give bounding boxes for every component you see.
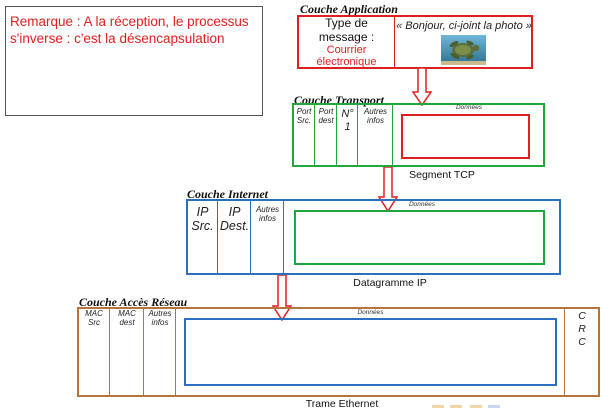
acces-divider-3 (175, 307, 176, 397)
message-type-label-2: message : (318, 29, 375, 44)
transport-cell-port-dest-line2: dest (318, 116, 334, 126)
internet-divider-1 (217, 199, 218, 275)
internet-layer-title: Couche Internet (187, 187, 269, 201)
acces-cell-other-line2: infos (151, 318, 169, 328)
acces-reseau-layer-title: Couche Accès Réseau (79, 295, 188, 309)
acces-cell-other: Autres infos (145, 309, 175, 327)
transport-cell-other-line2: infos (367, 116, 384, 126)
acces-frame (77, 307, 600, 397)
internet-cell-ip-dest-line1: IP (228, 205, 241, 219)
application-frame (297, 15, 533, 69)
internet-data-label: Données (408, 201, 436, 208)
acces-data-label: Données (357, 309, 384, 316)
internet-cell-other-line1: Autres (255, 205, 280, 214)
application-layer-title: Couche Application (300, 2, 398, 16)
internet-cell-ip-src-line1: IP (196, 205, 209, 219)
crc-letter-2: R (578, 323, 586, 335)
transport-cell-port-src: Port Src. (294, 107, 314, 125)
transport-cell-port-src-line1: Port (296, 107, 312, 116)
internet-frame (186, 199, 561, 275)
transport-divider-1 (314, 103, 315, 167)
acces-cell-other-line1: Autres (148, 309, 172, 318)
segment-tcp-caption: Segment TCP (409, 169, 475, 181)
acces-cell-mac-dest: MAC dest (111, 309, 143, 327)
message-text: « Bonjour, ci-joint la photo » (396, 20, 532, 32)
transport-divider-4 (392, 103, 393, 167)
down-arrow-icon (412, 68, 432, 106)
remark-line-2: s'inverse : c'est la désencapsulation (10, 31, 225, 46)
internet-divider-2 (250, 199, 251, 275)
color-swatch (450, 405, 462, 408)
acces-payload-box (184, 318, 557, 386)
crc-cell: C R C (566, 310, 598, 349)
internet-payload-box (294, 210, 545, 265)
color-swatch (470, 405, 482, 408)
transport-cell-sequence-line2: 1 (344, 120, 351, 133)
internet-cell-other: Autres infos (252, 205, 283, 223)
transport-cell-port-src-line2: Src. (296, 116, 312, 126)
crc-letter-3: C (578, 336, 586, 348)
color-swatch (432, 405, 444, 408)
acces-cell-mac-dest-line2: dest (119, 318, 135, 328)
transport-cell-other-line1: Autres (363, 107, 388, 116)
transport-cell-port-dest-line1: Port (318, 107, 334, 116)
datagramme-ip-caption: Datagramme IP (353, 277, 427, 289)
internet-divider-3 (283, 199, 284, 275)
transport-payload-box (401, 114, 530, 159)
sea-turtle-photo-icon (441, 35, 486, 65)
transport-frame (292, 103, 545, 167)
crc-letter-1: C (578, 310, 586, 322)
acces-cell-mac-src-line2: Src (88, 318, 100, 328)
transport-divider-2 (336, 103, 337, 167)
message-type-value-1: Courrier (326, 44, 367, 56)
color-swatch (488, 405, 500, 408)
acces-divider-2 (143, 307, 144, 397)
remark-box: Remarque : A la réception, le processus … (5, 6, 263, 116)
trame-ethernet-caption: Trame Ethernet (305, 398, 379, 410)
application-divider (394, 15, 395, 69)
transport-cell-sequence-line1: N° (341, 108, 354, 120)
message-type-label-1: Type de (325, 16, 368, 30)
transport-cell-other: Autres infos (359, 107, 392, 125)
acces-cell-mac-src-line1: MAC (85, 309, 103, 318)
transport-divider-3 (357, 103, 358, 167)
message-type-cell: Type de message : Courrier électronique (299, 16, 394, 68)
internet-cell-ip-src-line2: Src. (191, 219, 214, 234)
acces-cell-mac-dest-line1: MAC (118, 309, 136, 318)
internet-cell-other-line2: infos (259, 214, 276, 224)
acces-divider-1 (109, 307, 110, 397)
remark-line-1: Remarque : A la réception, le processus (10, 14, 249, 29)
transport-cell-port-dest: Port dest (316, 107, 336, 125)
internet-cell-ip-dest: IP Dest. (219, 205, 250, 234)
internet-cell-ip-dest-line2: Dest. (219, 219, 250, 234)
internet-cell-ip-src: IP Src. (188, 205, 217, 234)
acces-divider-4 (564, 307, 565, 397)
message-type-value-2: électronique (316, 56, 377, 68)
acces-cell-mac-src: MAC Src (79, 309, 109, 327)
transport-data-label: Données (455, 104, 483, 111)
transport-cell-sequence: N° 1 (338, 108, 357, 133)
